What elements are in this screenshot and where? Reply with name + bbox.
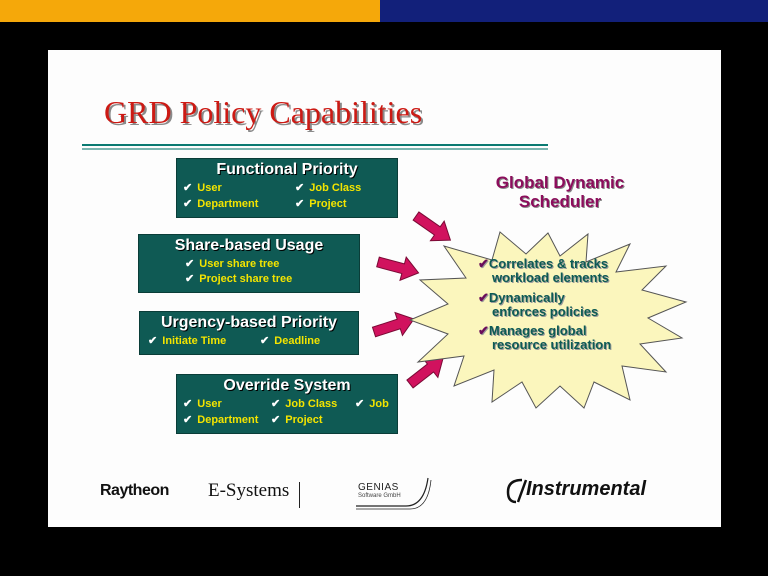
check-icon: ✔ — [183, 198, 193, 210]
instrumental-logo-mark-icon — [506, 478, 528, 504]
item-label: Initiate Time — [162, 335, 227, 347]
list-item: ✔ Initiate Time — [148, 334, 226, 347]
arrow-icon — [406, 357, 444, 389]
instrumental-logo: Instrumental — [526, 478, 647, 500]
scheduler-bullet: ✔Dynamically enforces policies — [478, 291, 598, 319]
item-label: Department — [197, 198, 259, 210]
check-icon: ✔ — [260, 335, 270, 347]
item-label: Job Class — [309, 182, 362, 194]
check-icon: ✔ — [183, 398, 193, 410]
title-underline — [82, 144, 548, 146]
title-underline-light — [82, 148, 548, 150]
arrow-icon — [412, 211, 452, 242]
bullet-line2: enforces policies — [492, 304, 599, 319]
slide: GRD Policy Capabilities Functional Prior… — [48, 50, 721, 527]
raytheon-logo: Raytheon — [100, 482, 169, 499]
box-title: Functional Priority — [216, 161, 358, 178]
arrow-icon — [376, 256, 420, 282]
bullet-line1: Manages global — [488, 323, 587, 338]
genias-logo: GENIAS Software GmbH — [354, 474, 434, 514]
item-label: Job Class — [285, 398, 338, 410]
genias-subtitle: Software GmbH — [358, 493, 401, 499]
list-item: ✔ User — [183, 181, 222, 194]
share-based-usage-box: Share-based Usage ✔ User share tree ✔ Pr… — [138, 234, 360, 293]
scheduler-title-line1: Global Dynamic — [495, 173, 625, 192]
list-item: ✔ Department — [183, 413, 258, 426]
check-icon: ✔ — [478, 290, 489, 305]
list-item: ✔ Project — [271, 413, 323, 426]
logo-divider — [299, 482, 300, 508]
urgency-based-priority-box: Urgency-based Priority ✔ Initiate Time ✔… — [139, 311, 359, 355]
list-item: ✔ User — [183, 397, 222, 410]
bullet-line2: workload elements — [492, 270, 610, 285]
item-label: Department — [197, 414, 259, 426]
list-item: ✔ Project — [295, 197, 347, 210]
scheduler-title-line2: Scheduler — [518, 192, 602, 211]
list-item: ✔ Job — [355, 397, 389, 410]
genias-name: GENIAS — [358, 482, 399, 493]
check-icon: ✔ — [271, 398, 281, 410]
bullet-line1: Correlates & tracks — [488, 256, 609, 271]
scheduler-bullet: ✔Manages global resource utilization — [478, 324, 611, 352]
list-item: ✔ Deadline — [260, 334, 320, 347]
top-bar-blue — [380, 0, 768, 22]
item-label: User share tree — [199, 258, 280, 270]
box-title: Urgency-based Priority — [160, 314, 338, 331]
check-icon: ✔ — [185, 258, 195, 270]
box-title: Override System — [223, 377, 351, 394]
check-icon: ✔ — [355, 398, 365, 410]
check-icon: ✔ — [295, 198, 305, 210]
check-icon: ✔ — [295, 182, 305, 194]
arrow-icon — [371, 311, 415, 338]
arrows-layer — [371, 211, 452, 389]
list-item: ✔ Project share tree — [185, 272, 292, 285]
slide-title: GRD Policy Capabilities — [104, 94, 423, 130]
scheduler-bullet: ✔Correlates & tracks workload elements — [478, 257, 609, 285]
top-bar-yellow — [0, 0, 380, 22]
check-icon: ✔ — [183, 414, 193, 426]
item-label: User — [197, 182, 222, 194]
item-label: Project share tree — [199, 273, 293, 285]
item-label: Deadline — [274, 335, 321, 347]
functional-priority-box: Functional Priority ✔ User ✔ Job Class ✔… — [176, 158, 398, 218]
bullet-line1: Dynamically — [488, 290, 565, 305]
check-icon: ✔ — [148, 335, 158, 347]
starburst-shape — [408, 231, 688, 409]
bullet-line2: resource utilization — [492, 337, 612, 352]
scheduler-title: Global Dynamic Scheduler — [466, 173, 654, 211]
check-icon: ✔ — [478, 256, 489, 271]
item-label: Project — [285, 414, 323, 426]
list-item: ✔ Department — [183, 197, 258, 210]
item-label: Job — [369, 398, 389, 410]
item-label: Project — [309, 198, 347, 210]
box-title: Share-based Usage — [174, 237, 324, 254]
list-item: ✔ User share tree — [185, 257, 279, 270]
override-system-box: Override System ✔ User ✔ Job Class ✔ Job… — [176, 374, 398, 434]
item-label: User — [197, 398, 222, 410]
esystems-logo: E-Systems — [208, 480, 290, 501]
check-icon: ✔ — [478, 323, 489, 338]
check-icon: ✔ — [271, 414, 281, 426]
check-icon: ✔ — [183, 182, 193, 194]
list-item: ✔ Job Class — [271, 397, 337, 410]
check-icon: ✔ — [185, 273, 195, 285]
genias-swoosh-icon — [356, 477, 432, 510]
list-item: ✔ Job Class — [295, 181, 361, 194]
